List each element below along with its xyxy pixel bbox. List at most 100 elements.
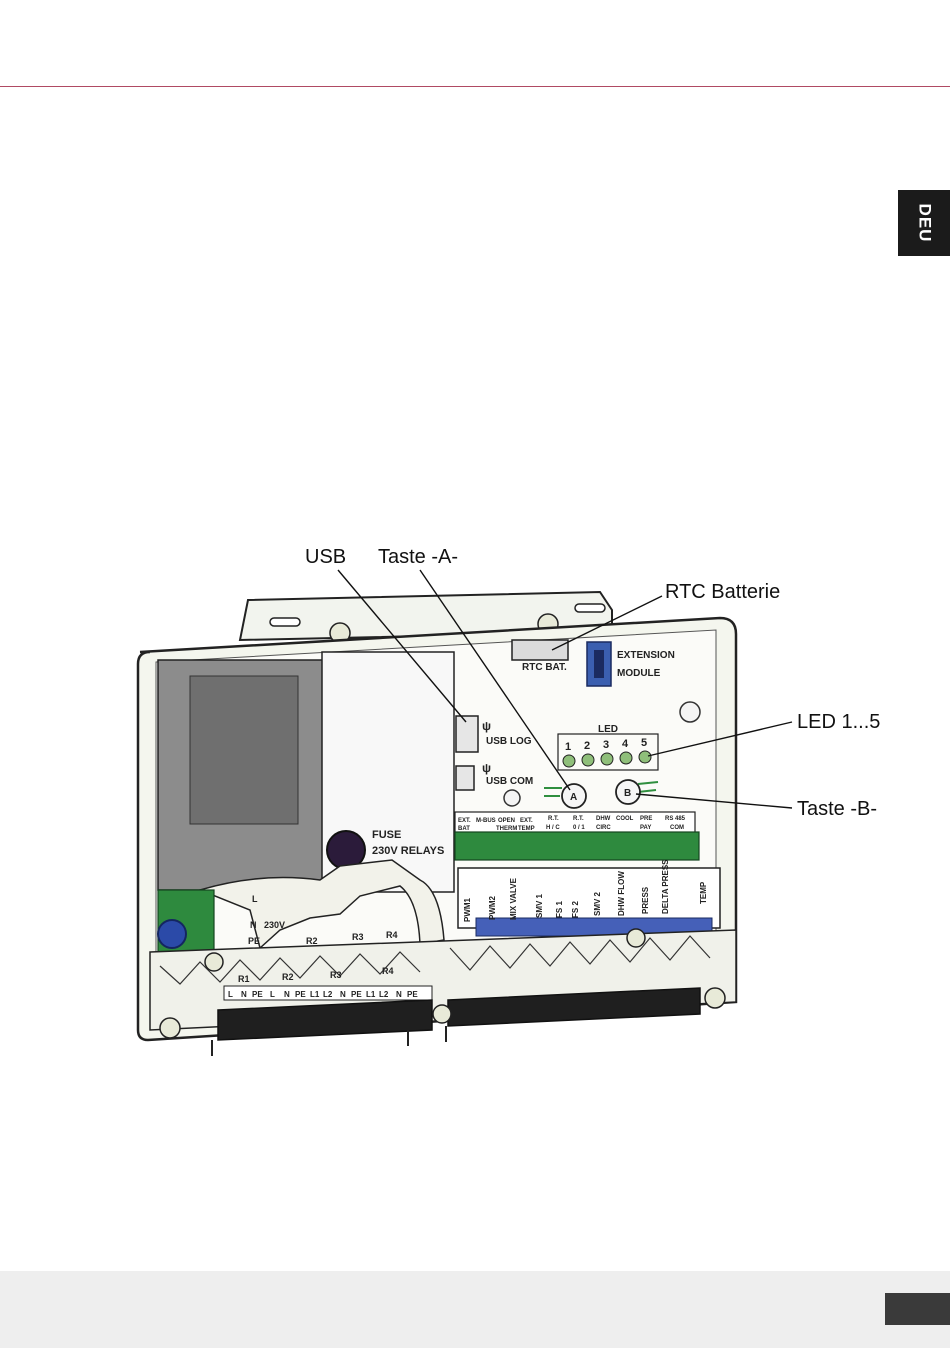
terminal-label: H / C [546, 825, 560, 831]
led-frame [557, 733, 659, 771]
relay-upper-label: N [250, 920, 257, 930]
terminal-label: COM [670, 825, 684, 831]
led-number: 1 [565, 741, 571, 753]
rtc-bat-label: RTC BAT. [522, 662, 567, 673]
terminal-label: DHW [596, 816, 611, 822]
usb-com-label: USB COM [486, 776, 533, 787]
extension-connector-slot [594, 650, 604, 678]
page-footer [0, 1271, 950, 1348]
vertical-label: FS 2 [571, 901, 580, 918]
callout-taste-b: Taste -B- [797, 798, 877, 820]
extension-label-1: EXTENSION [617, 650, 675, 661]
terminal-label: TEMP [518, 826, 535, 832]
screw-icon [626, 928, 646, 948]
cable-entry-left [217, 999, 433, 1041]
usb-icon: ψ [482, 761, 491, 775]
terminal-label: M-BUS [476, 818, 496, 824]
terminal-label: PAY [640, 825, 651, 831]
vertical-label: SMV 1 [535, 893, 544, 918]
screw-icon [204, 952, 224, 972]
relay-upper-label: R2 [306, 936, 318, 946]
callout-usb: USB [305, 546, 346, 568]
housing-feet [211, 1026, 447, 1056]
usb-com-led [503, 789, 521, 807]
terminal-label: OPEN [498, 818, 515, 824]
relay-pin-label: PE [295, 990, 306, 999]
led-title: LED [598, 724, 618, 735]
callout-line-rtc [551, 595, 663, 651]
led-indicator [619, 751, 633, 765]
screw-icon [159, 1017, 181, 1039]
led-indicator [638, 750, 652, 764]
vertical-label: MIX VALVE [509, 877, 518, 920]
rail-zigzag [159, 951, 421, 985]
terminal-label: COOL [616, 816, 634, 822]
relay-upper-label: R3 [352, 932, 364, 942]
led-row: 1 2 3 4 5 [562, 737, 652, 768]
relay-lower-label: R4 [382, 966, 394, 976]
bracket-slot-left [269, 617, 301, 627]
language-tab: DEU [898, 190, 950, 256]
relay-lower-label: R3 [330, 970, 342, 980]
vertical-label: PWM2 [488, 895, 497, 920]
button-b-trim [637, 781, 659, 793]
callout-led: LED 1...5 [797, 711, 880, 733]
terminal-label: EXT. [520, 818, 533, 824]
relay-pin-label: N [340, 990, 346, 999]
screw-icon [704, 987, 726, 1009]
usb-log-label: USB LOG [486, 736, 532, 747]
bracket-slot-right [574, 603, 606, 613]
callout-taste-a: Taste -A- [378, 546, 458, 568]
relay-upper-label: L [252, 894, 258, 904]
button-b-label: B [624, 788, 631, 799]
vertical-label: PWM1 [463, 897, 472, 922]
relay-pin-label: N [396, 990, 402, 999]
terminal-label: R.T. [573, 816, 584, 822]
led-number: 3 [603, 739, 609, 751]
button-a-trim [544, 787, 562, 797]
relay-pin-label: N [241, 990, 247, 999]
button-b[interactable] [615, 779, 641, 805]
relay-pin-label: L [270, 990, 275, 999]
relay-blue-cap [157, 919, 187, 949]
rail-zigzag [449, 935, 711, 971]
callout-rtc-batterie: RTC Batterie [665, 581, 780, 603]
relay-lower-label: R2 [282, 972, 294, 982]
terminal-block [454, 831, 700, 861]
light-sensor [679, 701, 701, 723]
terminal-label: THERM [496, 826, 517, 832]
fuse-label-1: FUSE [372, 829, 401, 841]
vertical-label: DHW FLOW [617, 871, 626, 916]
usb-com-port[interactable] [455, 765, 475, 791]
led-number: 2 [584, 740, 590, 752]
vertical-label: FS 1 [555, 901, 564, 918]
button-a-label: A [570, 792, 577, 803]
vertical-label: TEMP [699, 881, 708, 904]
relay-pin-label: L [228, 990, 233, 999]
led-indicator [581, 753, 595, 767]
cable-clamp [197, 859, 445, 950]
led-indicator [562, 754, 576, 768]
vertical-label: DELTA PRESS [661, 859, 670, 914]
relay-upper-label: PE [248, 936, 260, 946]
terminal-label: 0 / 1 [573, 825, 585, 831]
terminal-label: EXT. [458, 818, 471, 824]
button-a[interactable] [561, 783, 587, 809]
relay-pin-row: L N PE L N PE L1 L2 N PE L1 L2 N PE [223, 985, 433, 1001]
vertical-label: SMV 2 [593, 891, 602, 916]
relay-pin-label: PE [351, 990, 362, 999]
transformer-window [189, 675, 299, 825]
relay-lower-label: R1 [238, 974, 250, 984]
vertical-label: PRESS [641, 886, 650, 914]
terminal-label: CIRC [596, 825, 611, 831]
relay-upper-label: 230V [264, 920, 285, 930]
led-indicator [600, 752, 614, 766]
usb-log-port[interactable] [455, 715, 479, 753]
led-number: 4 [622, 738, 629, 750]
screw-icon [432, 1004, 452, 1024]
terminal-label: R.T. [548, 816, 559, 822]
led-number: 5 [641, 737, 647, 749]
fuse-label-2: 230V RELAYS [372, 845, 444, 857]
relay-pin-label: N [284, 990, 290, 999]
